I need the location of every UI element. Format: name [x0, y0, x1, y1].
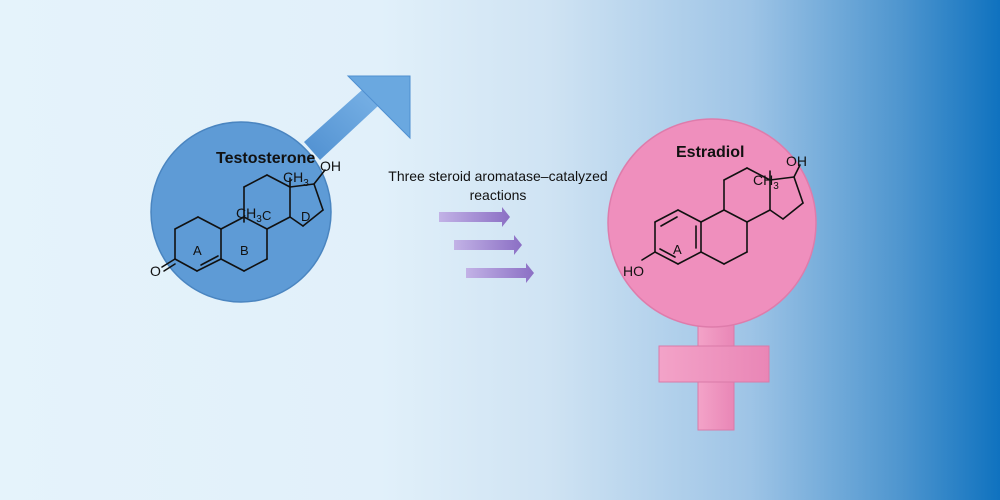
mars-arrow-shaft	[304, 90, 378, 160]
reaction-arrow-icon	[466, 263, 534, 283]
reaction-arrows	[439, 207, 534, 283]
estradiol-circle	[607, 118, 817, 328]
testosterone-circle	[150, 121, 332, 303]
mars-symbol-icon	[150, 75, 411, 303]
estradiol-labels: Estradiol CH3 OH HO A	[623, 144, 807, 279]
ring-label-a: A	[193, 243, 202, 258]
estradiol-hydroxyl-label: OH	[786, 153, 807, 169]
reaction-caption-line2: reactions	[469, 187, 527, 203]
estradiol-ring-label-a: A	[673, 242, 682, 257]
reaction-arrow-icon	[454, 235, 522, 255]
testosterone-oxo-label: O	[150, 263, 161, 279]
estradiol-phenol-label: HO	[623, 263, 644, 279]
ring-label-d: D	[301, 209, 310, 224]
testosterone-title: Testosterone	[216, 150, 315, 167]
testosterone-labels: Testosterone CH3 CH3 OH O A B C D	[150, 150, 341, 279]
ring-label-c: C	[262, 208, 271, 223]
estradiol-structure	[641, 164, 804, 265]
reaction-caption-line1: Three steroid aromatase–catalyzed	[388, 168, 608, 184]
venus-symbol-icon	[607, 118, 817, 431]
testosterone-methyl-label: CH3	[283, 169, 309, 189]
estradiol-title: Estradiol	[676, 144, 744, 161]
estradiol-methyl-label: CH3	[753, 172, 779, 192]
reaction-arrow-icon	[439, 207, 510, 227]
testosterone-hydroxyl-label: OH	[320, 158, 341, 174]
testosterone-structure	[161, 169, 326, 272]
reaction-caption: Three steroid aromatase–catalyzed reacti…	[358, 167, 638, 205]
ring-label-b: B	[240, 243, 249, 258]
venus-crossbar	[658, 345, 770, 383]
testosterone-methyl2-label: CH3	[236, 205, 262, 225]
mars-arrow-head	[346, 75, 411, 140]
